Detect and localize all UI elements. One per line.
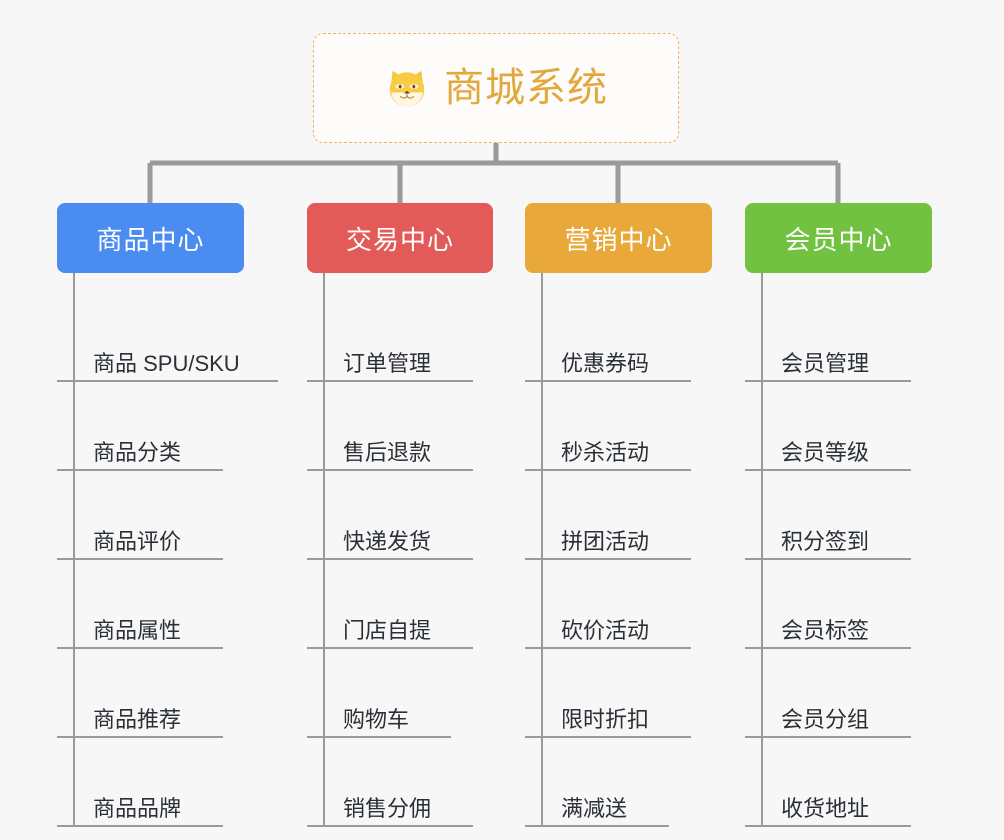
leaf-underline: [745, 736, 911, 738]
leaf-list-1: 商品 SPU/SKU 商品分类 商品评价 商品属性 商品推荐 商品品牌: [57, 273, 278, 827]
leaf-underline: [307, 825, 473, 827]
root-title: 商城系统: [444, 66, 608, 110]
leaf-item[interactable]: 会员分组: [745, 649, 932, 738]
leaf-item[interactable]: 优惠券码: [525, 293, 712, 382]
leaf-label: 商品分类: [93, 439, 182, 465]
leaf-label: 会员分组: [781, 706, 870, 732]
branch-header-product-center[interactable]: 商品中心: [57, 203, 244, 273]
leaf-label: 商品品牌: [93, 795, 182, 821]
leaf-underline: [57, 558, 223, 560]
leaf-label: 商品 SPU/SKU: [93, 350, 240, 376]
leaf-label: 限时折扣: [561, 706, 650, 732]
leaf-item[interactable]: 快递发货: [307, 471, 493, 560]
branch-header-member-center[interactable]: 会员中心: [745, 203, 932, 273]
leaf-item[interactable]: 商品属性: [57, 560, 246, 649]
leaf-underline: [745, 825, 911, 827]
leaf-label: 收货地址: [781, 795, 870, 821]
leaf-underline: [57, 380, 278, 382]
leaf-underline: [745, 469, 911, 471]
leaf-list-2: 订单管理 售后退款 快递发货 门店自提 购物车 销售分佣: [307, 273, 493, 827]
leaf-item[interactable]: 商品 SPU/SKU: [57, 293, 278, 382]
shiba-inu-dog-icon: [389, 70, 425, 107]
leaf-item[interactable]: 商品评价: [57, 471, 246, 560]
branch-column-3: 营销中心 优惠券码 秒杀活动 拼团活动 砍价活动 限时折扣: [525, 203, 712, 827]
leaf-item[interactable]: 满减送: [525, 738, 712, 827]
branch-column-1: 商品中心 商品 SPU/SKU 商品分类 商品评价 商品属性 商品推荐: [57, 203, 278, 827]
leaf-label: 商品推荐: [93, 706, 182, 732]
leaf-item[interactable]: 商品品牌: [57, 738, 246, 827]
leaf-item[interactable]: 购物车: [307, 649, 493, 738]
leaf-item[interactable]: 会员标签: [745, 560, 932, 649]
leaf-underline: [57, 469, 223, 471]
leaf-underline: [745, 380, 911, 382]
leaf-label: 会员标签: [781, 617, 870, 643]
leaf-stem-4: [761, 273, 763, 827]
branch-column-2: 交易中心 订单管理 售后退款 快递发货 门店自提 购物车: [307, 203, 493, 827]
leaf-item[interactable]: 售后退款: [307, 382, 493, 471]
leaf-label: 商品评价: [93, 528, 182, 554]
branch-column-4: 会员中心 会员管理 会员等级 积分签到 会员标签 会员分组: [745, 203, 932, 827]
leaf-stem-2: [323, 273, 325, 827]
leaf-label: 购物车: [343, 706, 410, 732]
leaf-label: 优惠券码: [561, 350, 650, 376]
leaf-underline: [307, 380, 473, 382]
leaf-label: 积分签到: [781, 528, 870, 554]
leaf-underline: [525, 558, 691, 560]
leaf-label: 秒杀活动: [561, 439, 650, 465]
leaf-underline: [525, 647, 691, 649]
leaf-item[interactable]: 销售分佣: [307, 738, 493, 827]
leaf-underline: [745, 558, 911, 560]
leaf-stem-1: [73, 273, 75, 827]
root-node[interactable]: 商城系统: [313, 33, 679, 143]
leaf-label: 销售分佣: [343, 795, 432, 821]
leaf-underline: [525, 469, 691, 471]
leaf-list-3: 优惠券码 秒杀活动 拼团活动 砍价活动 限时折扣 满减送: [525, 273, 712, 827]
leaf-underline: [745, 647, 911, 649]
leaf-label: 满减送: [561, 795, 628, 821]
leaf-item[interactable]: 积分签到: [745, 471, 932, 560]
leaf-label: 订单管理: [343, 350, 432, 376]
leaf-list-4: 会员管理 会员等级 积分签到 会员标签 会员分组 收货地址: [745, 273, 932, 827]
leaf-item[interactable]: 门店自提: [307, 560, 493, 649]
leaf-item[interactable]: 会员等级: [745, 382, 932, 471]
leaf-item[interactable]: 收货地址: [745, 738, 932, 827]
leaf-label: 商品属性: [93, 617, 182, 643]
leaf-label: 售后退款: [343, 439, 432, 465]
leaf-underline: [525, 825, 669, 827]
leaf-underline: [307, 558, 473, 560]
leaf-item[interactable]: 秒杀活动: [525, 382, 712, 471]
leaf-underline: [57, 736, 223, 738]
leaf-item[interactable]: 订单管理: [307, 293, 493, 382]
leaf-underline: [525, 736, 691, 738]
leaf-item[interactable]: 商品推荐: [57, 649, 246, 738]
leaf-label: 拼团活动: [561, 528, 650, 554]
leaf-underline: [307, 647, 473, 649]
leaf-label: 快递发货: [343, 528, 432, 554]
leaf-underline: [307, 469, 473, 471]
leaf-item[interactable]: 限时折扣: [525, 649, 712, 738]
leaf-item[interactable]: 砍价活动: [525, 560, 712, 649]
leaf-underline: [307, 736, 451, 738]
leaf-label: 砍价活动: [561, 617, 650, 643]
leaf-stem-3: [541, 273, 543, 827]
branch-header-trade-center[interactable]: 交易中心: [307, 203, 493, 273]
leaf-label: 会员管理: [781, 350, 870, 376]
leaf-item[interactable]: 商品分类: [57, 382, 246, 471]
leaf-label: 门店自提: [343, 617, 432, 643]
leaf-label: 会员等级: [781, 439, 870, 465]
leaf-item[interactable]: 拼团活动: [525, 471, 712, 560]
leaf-item[interactable]: 会员管理: [745, 293, 932, 382]
leaf-underline: [57, 825, 223, 827]
leaf-underline: [57, 647, 223, 649]
branch-header-marketing-center[interactable]: 营销中心: [525, 203, 712, 273]
leaf-underline: [525, 380, 691, 382]
